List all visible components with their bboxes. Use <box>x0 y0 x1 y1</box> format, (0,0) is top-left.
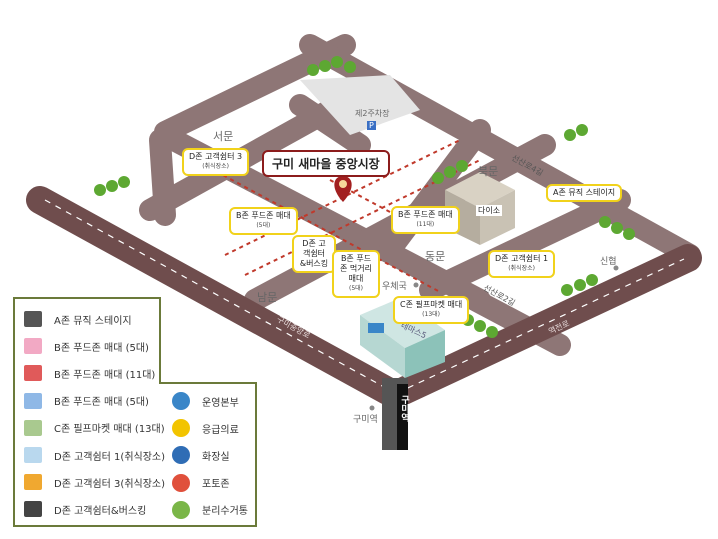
recycle-bin-icon <box>172 500 190 519</box>
legend-item: B존 푸드존 매대 (11대) <box>24 365 156 382</box>
legend-label: D존 고객쉼터 3(취식장소) <box>54 478 166 490</box>
legend-item: 화장실 <box>172 446 230 465</box>
restroom-icon <box>172 446 190 465</box>
legend-item: A존 뮤직 스테이지 <box>24 311 132 327</box>
callout-b-zone-5: B존 푸드존 매대(5대) <box>229 207 298 235</box>
legend-item: B존 푸드존 매대 (5대) <box>24 338 149 355</box>
parking-lot <box>300 75 420 135</box>
stall-blue-icon <box>24 392 42 409</box>
legend-frame <box>13 297 257 527</box>
callout-d-zone-busking: D존 고객쉼터 &버스킹 <box>292 235 336 273</box>
busking-stage-icon <box>24 501 42 518</box>
legend-item: 포토존 <box>172 473 230 492</box>
legend-item: D존 고객쉼터 3(취식장소) <box>24 474 166 491</box>
callout-d-zone-3: D존 고객쉼터 3(취식장소) <box>182 148 250 176</box>
daiso-label: 다이소 <box>476 205 503 216</box>
table-blue-icon <box>24 447 42 463</box>
legend-item: B존 푸드존 매대 (5대) <box>24 392 149 409</box>
callout-a-zone-stage: A존 뮤직 스테이지 <box>546 184 623 202</box>
stall-pink-icon <box>24 338 42 355</box>
gumi-station-label: 구미역 <box>353 415 378 425</box>
legend-item: D존 고객쉼터&버스킹 <box>24 501 147 518</box>
first-aid-icon <box>172 419 190 438</box>
legend-label: 운영본부 <box>202 397 239 409</box>
legend-label: 포토존 <box>202 479 230 491</box>
legend-label: B존 푸드존 매대 (5대) <box>54 397 149 409</box>
shinhyup-label: 신협 <box>600 257 617 267</box>
legend-label: 분리수거통 <box>202 506 248 518</box>
south-gate-label: 남문 <box>257 291 278 304</box>
stall-red-icon <box>24 365 42 382</box>
legend-label: 응급의료 <box>202 424 239 436</box>
west-gate-label: 서문 <box>213 130 234 143</box>
stall-green-icon <box>24 419 42 436</box>
legend-label: D존 고객쉼터&버스킹 <box>54 505 147 517</box>
parking-label: 제2주차장 <box>355 109 390 118</box>
north-gate-label: 북문 <box>478 165 499 178</box>
legend-item: 분리수거통 <box>172 500 248 519</box>
legend-item: D존 고객쉼터 1(취식장소) <box>24 447 165 463</box>
operations-icon <box>172 392 190 410</box>
callout-c-zone-13: C존 필프마켓 매대(13대) <box>393 296 470 324</box>
station-building <box>382 378 408 450</box>
legend-label: A존 뮤직 스테이지 <box>54 315 132 327</box>
station-building-sign: 구미역 <box>399 395 409 422</box>
callout-b-zone-11: B존 푸드존 매대(11대) <box>391 206 460 234</box>
legend-label: C존 필프마켓 매대 (13대) <box>54 424 165 436</box>
legend-item: 운영본부 <box>172 392 239 410</box>
market-pin-icon <box>334 176 352 202</box>
callout-d-zone-1: D존 고객쉼터 1(취식장소) <box>488 250 556 278</box>
market-title: 구미 새마을 중앙시장 <box>262 150 390 177</box>
legend-label: D존 고객쉼터 1(취식장소) <box>54 451 166 463</box>
legend-item: C존 필프마켓 매대 (13대) <box>24 419 165 436</box>
east-gate-label: 동문 <box>425 250 446 263</box>
table-orange-icon <box>24 474 42 491</box>
legend-label: B존 푸드존 매대 (5대) <box>54 342 149 354</box>
main-roads <box>26 186 702 409</box>
legend-label: B존 푸드존 매대 (11대) <box>54 369 156 381</box>
callout-b-zone-street: B존 푸드존 먹거리 매대(5대) <box>332 250 380 298</box>
legend-label: 화장실 <box>202 451 230 463</box>
legend-item: 응급의료 <box>172 419 239 438</box>
trees <box>94 56 635 338</box>
post-office-label: 우체국 <box>382 282 407 292</box>
stage-icon <box>24 311 42 327</box>
parking-icon: P <box>367 121 376 130</box>
camera-icon <box>172 473 190 492</box>
t5-building <box>360 298 445 378</box>
